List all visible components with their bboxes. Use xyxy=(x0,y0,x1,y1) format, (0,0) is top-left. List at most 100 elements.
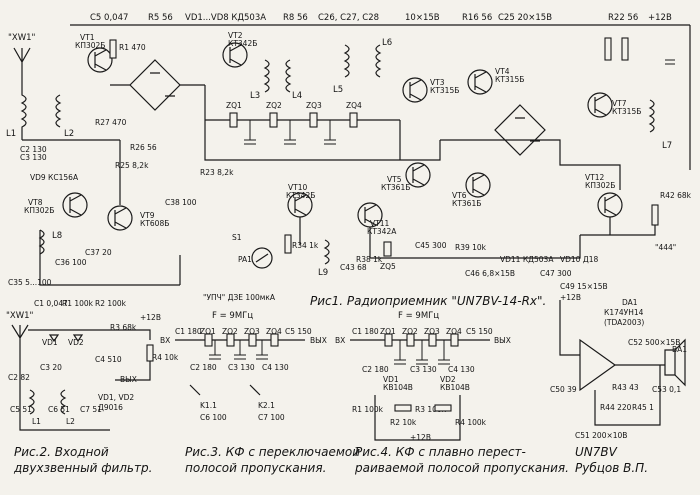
fig2-12v-label: +12В xyxy=(140,313,161,322)
r38-label: R38 1k xyxy=(356,255,383,264)
fig3-zq1-label: ZQ1 xyxy=(200,327,216,336)
zq2-label: ZQ2 xyxy=(266,101,282,110)
output-444-label: "444" xyxy=(655,243,676,252)
fig3-c4-label: C4 130 xyxy=(262,363,289,372)
c51-label: C51 200×10В xyxy=(575,431,627,440)
fig2-r4-label: R4 10k xyxy=(152,353,179,362)
coil-label-l8: L8 xyxy=(52,231,62,241)
fig3-c6-label: C6 100 xyxy=(200,413,227,422)
vt4-type: КТ315Б xyxy=(495,75,524,84)
meter-label: "УПЧ" ДЗЕ 100мкА xyxy=(203,293,276,302)
fig4-freq-label: F = 9МГц xyxy=(398,311,439,321)
vt3-type: КТ315Б xyxy=(430,86,459,95)
fig2-input-filter: "XW1" C1 0,047 R1 100k R2 100k R3 68k +1… xyxy=(6,299,179,431)
vt11-ref: VT11 xyxy=(370,219,389,228)
c46-label: C46 6,8×15В xyxy=(465,269,515,278)
coil-label-l9: L9 xyxy=(318,268,328,278)
fig3-zq4-label: ZQ4 xyxy=(266,327,282,336)
fig4-c5-label: C5 150 xyxy=(466,327,493,336)
fig3-caption-line2: полосой пропускания. xyxy=(185,461,326,475)
fig3-c1-label: C1 180 xyxy=(175,327,202,336)
fig4-c3-label: C3 130 xyxy=(410,365,437,374)
fig3-c2-label: C2 180 xyxy=(190,363,217,372)
meter-ref-pa1: PA1 xyxy=(238,255,252,264)
fig2-caption-line2: двухзвенный фильтр. xyxy=(13,461,152,475)
r1-label: R1 470 xyxy=(119,43,146,52)
fig2-vd1-label: VD1 xyxy=(42,338,58,347)
fig1-antenna-label: "XW1" xyxy=(8,33,36,43)
fig3-caption-line1: Рис.3. КФ с переключаемой xyxy=(185,445,360,459)
fig4-in-label: ВХ xyxy=(335,336,345,345)
vt4-ref: VT4 xyxy=(495,67,510,76)
fig2-vd2-label: VD2 xyxy=(68,338,84,347)
vt3-ref: VT3 xyxy=(430,78,445,87)
coil-label-l3: L3 xyxy=(250,91,260,101)
fig4-r1-label: R1 100k xyxy=(352,405,384,414)
fig4-vd2-type: КВ104В xyxy=(440,383,470,392)
fig2-c6-label: C6 51 xyxy=(48,405,70,414)
audio-amplifier: DA1 К174УН14 (TDA2003) C52 500×15В BA1 C… xyxy=(550,293,687,440)
vt6-type: КТ361Б xyxy=(452,199,481,208)
r44-label: R44 220 xyxy=(600,403,632,412)
fig2-vd-label: VD1, VD2 xyxy=(98,393,134,402)
author-callsign: UN7BV xyxy=(575,445,618,459)
fig2-l2-label: L2 xyxy=(66,417,75,426)
top-label-c26: C26, C27, C28 xyxy=(318,13,379,23)
fig4-c1-label: C1 180 xyxy=(352,327,379,336)
vt12-ref: VT12 xyxy=(585,173,604,182)
c49-label: C49 15×15В xyxy=(560,282,608,291)
switch-label-s1: S1 xyxy=(232,233,242,242)
coil-label-l1: L1 xyxy=(6,129,16,139)
fig4-r3-label: R3 100k xyxy=(415,405,447,414)
c37-label: C37 20 xyxy=(85,248,112,257)
da1-ref: DA1 xyxy=(622,298,638,307)
r26-label: R26 56 xyxy=(130,143,157,152)
c50-label: C50 39 xyxy=(550,385,577,394)
fig2-c2-label: C2 82 xyxy=(8,373,30,382)
c35-label: C35 5...100 xyxy=(8,278,52,287)
c43-label: C43 68 xyxy=(340,263,367,272)
fig3-freq-label: F = 9МГц xyxy=(212,311,253,321)
fig1-caption: Рис1. Радиоприемник "UN7BV-14-Rx". xyxy=(310,294,546,308)
r27-label: R27 470 xyxy=(95,118,127,127)
c38-label: C38 100 xyxy=(165,198,197,207)
r42-label: R42 68k xyxy=(660,191,692,200)
coil-label-l7: L7 xyxy=(662,141,672,151)
fig4-vd1-type: КВ104В xyxy=(383,383,413,392)
fig2-r3-label: R3 68k xyxy=(110,323,137,332)
vt5-ref: VT5 xyxy=(387,175,402,184)
fig4-vd1-label: VD1 xyxy=(383,375,399,384)
fig2-r2-label: R2 100k xyxy=(95,299,127,308)
top-label-c5: C5 0,047 xyxy=(90,13,128,23)
top-label-r22: R22 56 xyxy=(608,13,638,23)
fig1-crystal-chain xyxy=(229,112,358,128)
fig3-in-label: ВХ xyxy=(160,336,170,345)
fig4-c2-label: C2 180 xyxy=(362,365,389,374)
coil-label-l5: L5 xyxy=(333,85,343,95)
c45-label: C45 300 xyxy=(415,241,447,250)
vt2-type: КТ342Б xyxy=(228,39,257,48)
top-label-diodes: VD1...VD8 КД503А xyxy=(185,13,266,23)
ba1-label: BA1 xyxy=(672,345,687,354)
vt10-ref: VT10 xyxy=(288,183,307,192)
r25-label: R25 8,2k xyxy=(115,161,149,170)
fig4-vd2-label: VD2 xyxy=(440,375,456,384)
r45-label: R45 1 xyxy=(632,403,654,412)
zq3-label: ZQ3 xyxy=(306,101,322,110)
fig3-out-label: ВЫХ xyxy=(310,336,327,345)
vt2-ref: VT2 xyxy=(228,31,243,40)
fig2-d9-label: Д9016 xyxy=(98,403,123,412)
c47-label: C47 300 xyxy=(540,269,572,278)
fig2-l1-label: L1 xyxy=(32,417,41,426)
c3-label: C3 130 xyxy=(20,153,47,162)
zq5-label: ZQ5 xyxy=(380,262,396,271)
fig2-c1-label: C1 0,047 xyxy=(34,299,68,308)
fig3-c5-label: C5 150 xyxy=(285,327,312,336)
vt8-type: КП302Б xyxy=(24,206,54,215)
coil-label-l2: L2 xyxy=(64,129,74,139)
fig2-caption-line1: Рис.2. Входной xyxy=(14,445,109,459)
fig4-caption-line2: раиваемой полосой пропускания. xyxy=(354,461,569,475)
vt9-ref: VT9 xyxy=(140,211,155,220)
vt12-type: КП302Б xyxy=(585,181,615,190)
